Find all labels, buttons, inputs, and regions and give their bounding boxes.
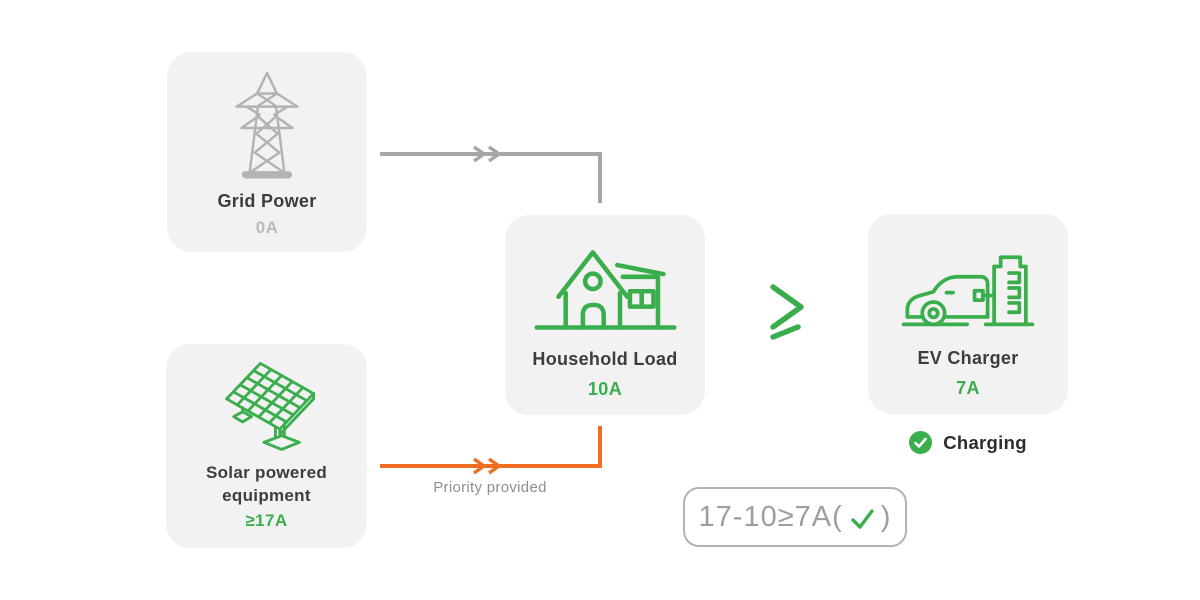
greater-or-equal-icon xyxy=(764,282,809,345)
house-icon xyxy=(533,237,678,335)
ev-car-charging-icon xyxy=(898,246,1038,338)
node-label: Solar powered equipment xyxy=(205,463,328,505)
double-chevron-icon xyxy=(487,145,503,163)
double-chevron-icon xyxy=(472,457,488,475)
transmission-tower-icon xyxy=(230,68,304,189)
node-label: Household Load xyxy=(532,349,678,369)
node-solar-powered-equipment: Solar powered equipment ≥17A xyxy=(166,344,367,548)
formula-text-left: 17-10≥7A( xyxy=(698,500,843,533)
solar-to-household-connector xyxy=(380,426,602,475)
node-value: ≥17A xyxy=(245,510,288,530)
node-value: 7A xyxy=(956,378,980,399)
check-icon xyxy=(851,509,874,529)
check-circle-icon xyxy=(909,431,933,454)
double-chevron-icon xyxy=(472,145,488,163)
node-label: EV Charger xyxy=(917,348,1019,368)
node-label: Grid Power xyxy=(217,191,317,211)
node-household-load: Household Load 10A xyxy=(505,215,705,415)
node-value: 0A xyxy=(255,218,279,238)
node-value: 10A xyxy=(587,379,623,400)
formula-text-right: ) xyxy=(880,500,892,533)
node-ev-charger: EV Charger 7A xyxy=(868,214,1068,414)
node-grid-power: Grid Power 0A xyxy=(167,52,367,252)
priority-provided-label: Priority provided xyxy=(433,479,547,496)
charging-status: Charging xyxy=(868,431,1068,454)
formula-box: 17-10≥7A( ) xyxy=(683,487,907,547)
solar-panel-icon xyxy=(216,358,318,460)
charging-status-label: Charging xyxy=(943,431,1027,453)
double-chevron-icon xyxy=(487,457,503,475)
grid-to-household-connector xyxy=(380,145,602,203)
